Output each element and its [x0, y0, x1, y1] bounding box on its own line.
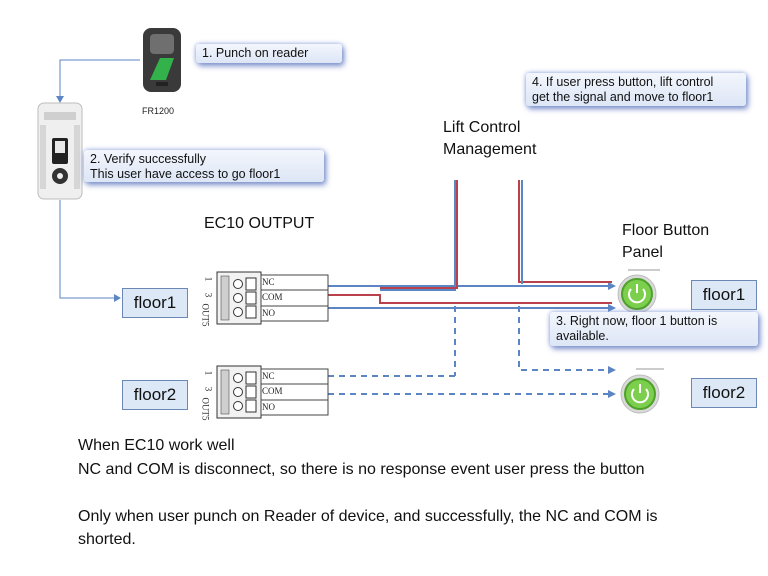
- callout-step1-text: 1. Punch on reader: [202, 46, 309, 60]
- callout-step3-line2: available.: [556, 329, 609, 343]
- floor-panel-title: Floor Button Panel: [622, 220, 709, 264]
- note-line3: Only when user punch on Reader of device…: [78, 508, 658, 525]
- callout-step2-line1: 2. Verify successfully: [90, 152, 207, 166]
- reader-to-controller-line: [59, 59, 140, 100]
- floor2-power-button-icon: [620, 374, 660, 414]
- arrow-down-icon: [56, 96, 64, 103]
- floor2-no-label: NO: [262, 402, 275, 412]
- com-wire-blue: [380, 180, 456, 291]
- floor1-out-label: OUT5: [200, 303, 211, 327]
- fingerprint-reader-icon: [143, 28, 181, 92]
- callout-step4: 4. If user press button, lift control ge…: [526, 73, 746, 106]
- callout-step1: 1. Punch on reader: [196, 44, 342, 63]
- note-line4: shorted.: [78, 531, 136, 548]
- floor2-pin1-label: 1: [203, 370, 214, 376]
- note-line2: NC and COM is disconnect, so there is no…: [78, 461, 645, 478]
- note-line1: When EC10 work well: [78, 437, 235, 454]
- callout-step2: 2. Verify successfully This user have ac…: [84, 150, 324, 182]
- floor2-right-box: floor2: [691, 378, 757, 408]
- floor-panel-title-line1: Floor Button: [622, 222, 710, 239]
- com-wire-red: [328, 294, 612, 304]
- callout-step4-line2: get the signal and move to floor1: [532, 90, 714, 104]
- floor1-power-button-icon: [617, 274, 657, 314]
- callout-step3: 3. Right now, floor 1 button is availabl…: [550, 312, 758, 346]
- floor1-pin1-label: 1: [203, 276, 214, 282]
- floor1-left-box: floor1: [122, 288, 188, 318]
- lift-right-dashed: [518, 306, 612, 371]
- lift-control-title-line1: Lift Control: [443, 119, 521, 136]
- arrow-right-icon: [114, 294, 121, 302]
- reader-label: FR1200: [142, 106, 175, 116]
- terminal-block-floor2: [216, 365, 329, 419]
- ec10-output-title: EC10 OUTPUT: [204, 215, 315, 232]
- lift-left-red: [380, 180, 458, 289]
- floor2-com-label: COM: [262, 386, 283, 396]
- floor2-pin3-label: 3: [203, 386, 214, 392]
- callout-step2-line2: This user have access to go floor1: [90, 167, 281, 181]
- floor1-no-label: NO: [262, 308, 275, 318]
- lift-control-title: Lift Control Management: [443, 117, 536, 161]
- callout-step3-line1: 3. Right now, floor 1 button is: [556, 314, 718, 328]
- lift-control-title-line2: Management: [443, 141, 537, 158]
- floor1-pin3-label: 3: [203, 292, 214, 298]
- floor2-left-box: floor2: [122, 380, 188, 410]
- floor-panel-title-line2: Panel: [622, 244, 663, 261]
- terminal-block-floor1: [216, 271, 329, 325]
- controller-to-floor1-line: [59, 200, 118, 299]
- ec10-controller-icon: [37, 102, 83, 200]
- floor2-nc-label: NC: [262, 371, 275, 381]
- lift-right-red: [518, 180, 612, 283]
- floor1-right-box: floor1: [691, 280, 757, 310]
- floor1-com-label: COM: [262, 292, 283, 302]
- callout-step4-line1: 4. If user press button, lift control: [532, 75, 714, 89]
- floor2-out-label: OUT5: [200, 397, 211, 421]
- floor1-nc-label: NC: [262, 277, 275, 287]
